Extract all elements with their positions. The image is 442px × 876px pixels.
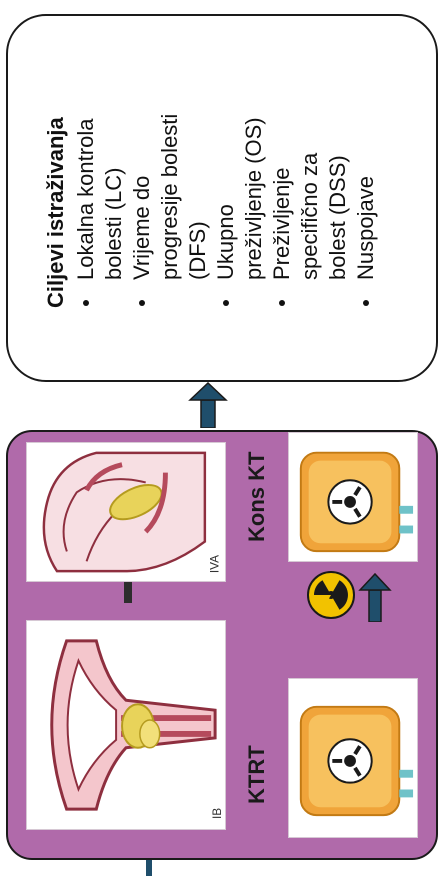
kons-kt-label: Kons KT bbox=[244, 452, 270, 542]
goal-line: preživljenje (OS) bbox=[240, 16, 268, 280]
pelvis-iva-icon: IVA bbox=[27, 443, 225, 581]
goals-title: Ciljevi istraživanja bbox=[42, 16, 70, 308]
stage-iva-illustration: IVA bbox=[26, 442, 226, 582]
arrow-icon bbox=[188, 382, 228, 428]
goal-line: Nuspojave bbox=[352, 16, 380, 280]
goal-line: Ukupno bbox=[212, 16, 240, 280]
radiation-icon bbox=[306, 570, 356, 620]
goal-line: progresije bolesti bbox=[156, 16, 184, 280]
uterus-ib-icon: IB bbox=[27, 621, 225, 829]
goal-line: (DFS) bbox=[184, 16, 212, 280]
biohazard-bag-icon bbox=[289, 679, 417, 837]
kons-kt-bag-illustration bbox=[288, 432, 418, 562]
goals-list: Lokalna kontrola bolesti (LC) Vrijeme do… bbox=[72, 16, 380, 308]
goal-line: bolest (DSS) bbox=[324, 16, 352, 280]
goal-item: Nuspojave bbox=[352, 16, 380, 308]
svg-text:IVA: IVA bbox=[208, 555, 222, 573]
bullet-icon bbox=[223, 300, 229, 306]
goal-item: Ukupno preživljenje (OS) bbox=[212, 16, 268, 308]
arrow-icon bbox=[358, 572, 392, 622]
bullet-icon bbox=[363, 300, 369, 306]
treatment-panel: IB IVA bbox=[6, 430, 438, 860]
goal-line: specifično za bbox=[296, 16, 324, 280]
goal-item: Vrijeme do progresije bolesti (DFS) bbox=[128, 16, 212, 308]
ktrt-bag-illustration bbox=[288, 678, 418, 838]
goal-line: Preživljenje bbox=[268, 16, 296, 280]
research-goals-box: Ciljevi istraživanja Lokalna kontrola bo… bbox=[6, 14, 438, 382]
ktrt-label: KTRT bbox=[244, 745, 270, 804]
goal-item: Preživljenje specifično za bolest (DSS) bbox=[268, 16, 352, 308]
bullet-icon bbox=[279, 300, 285, 306]
goal-item: Lokalna kontrola bolesti (LC) bbox=[72, 16, 128, 308]
incoming-arrow bbox=[146, 858, 152, 876]
goal-line: Lokalna kontrola bbox=[72, 16, 100, 280]
bullet-icon bbox=[83, 300, 89, 306]
biohazard-bag-icon bbox=[289, 433, 417, 561]
stage-ib-illustration: IB bbox=[26, 620, 226, 830]
goal-line: Vrijeme do bbox=[128, 16, 156, 280]
goal-line: bolesti (LC) bbox=[100, 16, 128, 280]
svg-text:IB: IB bbox=[210, 808, 224, 819]
bullet-icon bbox=[139, 300, 145, 306]
